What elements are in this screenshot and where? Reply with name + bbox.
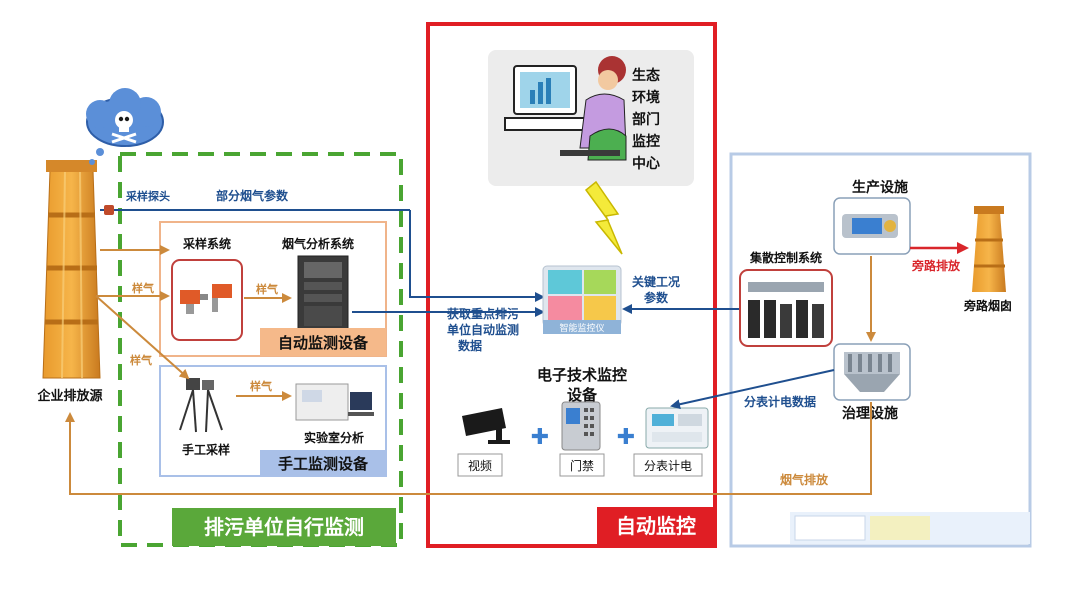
self-monitoring-label: 排污单位自行监测	[204, 515, 364, 539]
access-control-icon	[561, 401, 601, 451]
flue-emission-label: 烟气排放	[780, 472, 829, 487]
sub-meter-label: 分表计电	[644, 459, 692, 473]
skull-cloud-icon	[86, 88, 164, 165]
access-label: 门禁	[570, 458, 594, 473]
sample-gas-label-4: 样气	[250, 379, 272, 393]
key-params-label: 关键工况 参数	[632, 274, 680, 305]
video-label-box	[457, 453, 503, 477]
lightning-icon	[584, 180, 623, 255]
obtain-data-line-2: 单位自动监测	[447, 322, 519, 337]
sampling-system-label: 采样系统	[182, 236, 231, 251]
manual-monitor-label: 手工监测设备	[278, 455, 369, 473]
sub-meter-label-box	[633, 453, 703, 477]
e-monitor-line-2: 设备	[567, 386, 598, 404]
bypass-stack-label: 旁路烟囱	[963, 298, 1012, 313]
dcs-cabinets-icon	[748, 282, 824, 338]
auto-monitor-label-bg	[260, 328, 386, 356]
auto-monitoring-label: 自动监控	[616, 514, 696, 538]
sample-gas-label-1: 样气	[132, 281, 154, 295]
eco-center-line-4: 监控	[632, 133, 660, 150]
eco-center-line-3: 部门	[632, 111, 660, 128]
plus-icon-2: ✚	[617, 425, 635, 450]
e-monitor-label: 电子技术监控 设备	[537, 366, 627, 404]
turbine-icon	[842, 214, 898, 238]
eco-center-text: 生态 环境 部门 监控 中心	[632, 67, 660, 172]
footer-thumb-1	[794, 515, 866, 541]
auto-monitoring-label-bg	[597, 507, 715, 546]
sub-meter-data-arrow	[670, 369, 835, 410]
smart-monitor-label: 智能监控仪	[559, 322, 604, 334]
sampling-unit-icon	[180, 284, 232, 314]
eco-center-line-1: 生态	[632, 67, 660, 84]
lab-analyzer-icon	[295, 383, 374, 421]
partial-params-label: 部分烟气参数	[216, 188, 289, 203]
sampling-probe-label: 采样探头	[125, 189, 170, 203]
production-label: 生产设施	[852, 179, 908, 196]
eco-center-line-2: 环境	[632, 89, 660, 106]
sub-meter-icon	[645, 407, 709, 449]
footer-thumb-2	[870, 516, 930, 540]
manual-monitor-label-bg	[260, 450, 386, 476]
partial-params-line-2	[409, 210, 545, 302]
lab-analysis-label: 实验室分析	[304, 430, 364, 445]
plus-icon-1: ✚	[531, 425, 549, 450]
bypass-stack-icon	[972, 206, 1006, 292]
key-params-line-2: 参数	[644, 290, 669, 305]
tripod-sampler-icon	[179, 378, 223, 433]
sample-gas-label-3: 样气	[130, 353, 152, 367]
flue-emission-line	[65, 402, 872, 495]
baghouse-icon	[844, 352, 900, 392]
sample-gas-arrow-3	[95, 295, 190, 380]
sub-meter-data-label: 分表计电数据	[744, 394, 816, 409]
sampling-probe-icon	[104, 205, 114, 215]
obtain-data-line-1: 获取重点排污	[446, 306, 519, 321]
e-monitor-line-1: 电子技术监控	[537, 366, 627, 384]
auto-monitor-label: 自动监测设备	[278, 334, 369, 352]
bypass-emission-label: 旁路排放	[911, 258, 961, 273]
eco-center-line-5: 中心	[632, 155, 660, 172]
self-monitoring-label-bg	[172, 508, 396, 546]
enterprise-stack-icon	[42, 160, 101, 379]
video-camera-icon	[462, 408, 510, 444]
obtain-data-line-3: 数据	[458, 338, 482, 353]
sample-gas-label-2: 样气	[256, 282, 278, 296]
manual-sampling-label: 手工采样	[182, 442, 230, 457]
obtain-data-label: 获取重点排污 单位自动监测 数据	[446, 306, 519, 353]
enterprise-source-label: 企业排放源	[36, 388, 102, 404]
auto-monitoring-frame	[426, 22, 717, 548]
analyzer-cabinet-icon	[297, 255, 349, 333]
dcs-label: 集散控制系统	[749, 250, 822, 265]
facility-frame	[729, 152, 1032, 548]
access-label-box	[559, 453, 605, 477]
flue-analysis-label: 烟气分析系统	[282, 236, 354, 251]
smart-monitor-icon	[542, 265, 622, 334]
operator-computer-icon	[504, 56, 627, 161]
video-label: 视频	[468, 458, 492, 473]
key-params-line-1: 关键工况	[632, 274, 680, 289]
